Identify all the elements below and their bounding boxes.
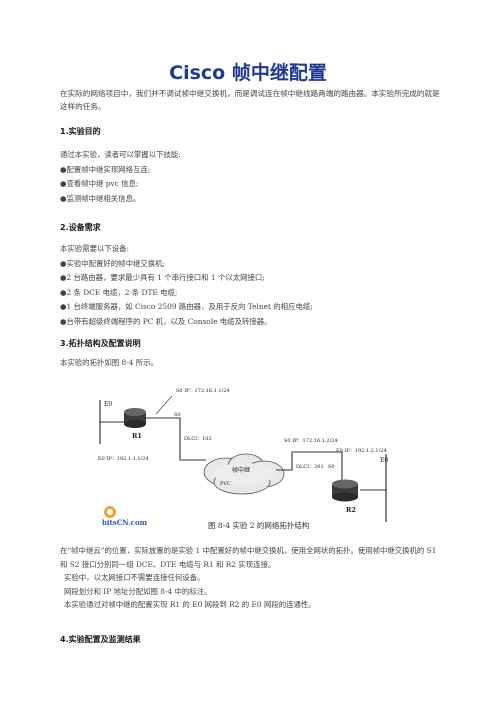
- label-cloud: 帧中继: [232, 466, 250, 474]
- list-item: ●查看帧中继 pvc 信息;: [60, 179, 139, 188]
- list-item: 本实验的拓扑如图 8-4 所示。: [60, 358, 158, 367]
- router-r1-icon: [124, 408, 146, 428]
- paragraph: 本实验通过对帧中继的配置实现 R1 的 E0 网段到 R2 的 E0 网段的连通…: [64, 600, 316, 609]
- section-equipment-body: 本实验需要以下设备: ●实验中配置好的帧中继交换机; ●2 台路由器，要求最少具…: [60, 242, 440, 329]
- list-item: ●2 台路由器，要求最少具有 1 个串行接口和 1 个以太网接口;: [60, 273, 265, 282]
- list-item: ●实验中配置好的帧中继交换机;: [60, 258, 166, 268]
- label-r2-s0-ip: S0 IP：172.16.1.2/24: [284, 438, 338, 444]
- figure-caption: 图 8-4 实验 2 的网络拓扑结构: [208, 520, 310, 530]
- after-figure-body: 在“帧中继云”的位置，实际放置的是实验 1 中配置好的帧中继交换机，使用全网状的…: [60, 544, 442, 612]
- topology-diagram: E0 R1 S0 IP：172.16.1.1/24 S0 DLCI：102 E0…: [98, 388, 388, 530]
- label-r2: R2: [346, 506, 356, 514]
- section-heading-objectives: 1.实验目的: [60, 127, 101, 136]
- topology-figure: E0 R1 S0 IP：172.16.1.1/24 S0 DLCI：102 E0…: [96, 382, 396, 538]
- label-r1-e0-ip: E0 IP：192.1.1.1/24: [98, 456, 149, 462]
- logo-text: bitsCN.com: [102, 518, 148, 527]
- label-r2-e0-ip: E0 IP：192.1.2.1/24: [336, 448, 387, 454]
- paragraph: 在“帧中继云”的位置，实际放置的是实验 1 中配置好的帧中继交换机，使用全网状的…: [60, 546, 437, 569]
- list-item: 本实验需要以下设备:: [60, 244, 130, 253]
- r2-serial-link: [276, 451, 343, 484]
- label-r1: R1: [132, 432, 142, 440]
- label-dlci-102: DLCI：102: [184, 436, 212, 442]
- label-e0-left: E0: [104, 401, 112, 408]
- list-item: ●2 条 DCE 电缆，2 条 DTE 电缆;: [60, 287, 178, 297]
- list-item: 通过本实验，读者可以掌握以下技能:: [60, 150, 181, 159]
- section-topology-body: 本实验的拓扑如图 8-4 所示。: [60, 356, 440, 371]
- r1-serial-link: [146, 417, 206, 461]
- intro-paragraph: 在实际的网络项目中，我们并不调试帧中继交换机，而是调试连在帧中继线路两端的路由器…: [60, 89, 440, 111]
- label-e0-right: E0: [380, 457, 388, 464]
- bitscn-logo: bitsCN.com: [102, 506, 148, 527]
- paragraph: 实验中，以太网接口不需要连接任何设备。: [64, 573, 205, 582]
- section-heading-config: 4.实验配置及监测结果: [60, 635, 141, 644]
- label-s0-right: S0: [328, 464, 335, 470]
- list-item: ●配置帧中继实现网络互连;: [60, 164, 151, 174]
- page-title: Cisco 帧中继配置: [169, 62, 327, 84]
- frame-relay-cloud-icon: [203, 453, 285, 495]
- section-heading-equipment: 2.设备需求: [60, 223, 101, 232]
- label-r1-s0-ip: S0 IP：172.16.1.1/24: [176, 388, 230, 394]
- label-pvc: PVC: [220, 481, 231, 487]
- list-item: ●1 台终端服务器，如 Cisco 2509 路由器，及用于反向 Telnet …: [60, 302, 313, 311]
- callout-r1-s0: [155, 395, 173, 415]
- label-s0-top: S0: [174, 412, 181, 418]
- list-item: ●台带有超级终端程序的 PC 机，以及 Console 电缆及转接器。: [60, 316, 272, 326]
- label-dlci-201: DLCI：201: [296, 464, 324, 470]
- section-heading-topology: 3.拓扑结构及配置说明: [60, 339, 141, 348]
- section-objectives-body: 通过本实验，读者可以掌握以下技能: ●配置帧中继实现网络互连; ●查看帧中继 p…: [60, 148, 440, 206]
- list-item: ●监测帧中继相关信息。: [60, 193, 141, 203]
- router-r2-icon: [332, 479, 358, 502]
- paragraph: 网段划分和 IP 地址分配如图 8-4 中的标注。: [64, 586, 212, 596]
